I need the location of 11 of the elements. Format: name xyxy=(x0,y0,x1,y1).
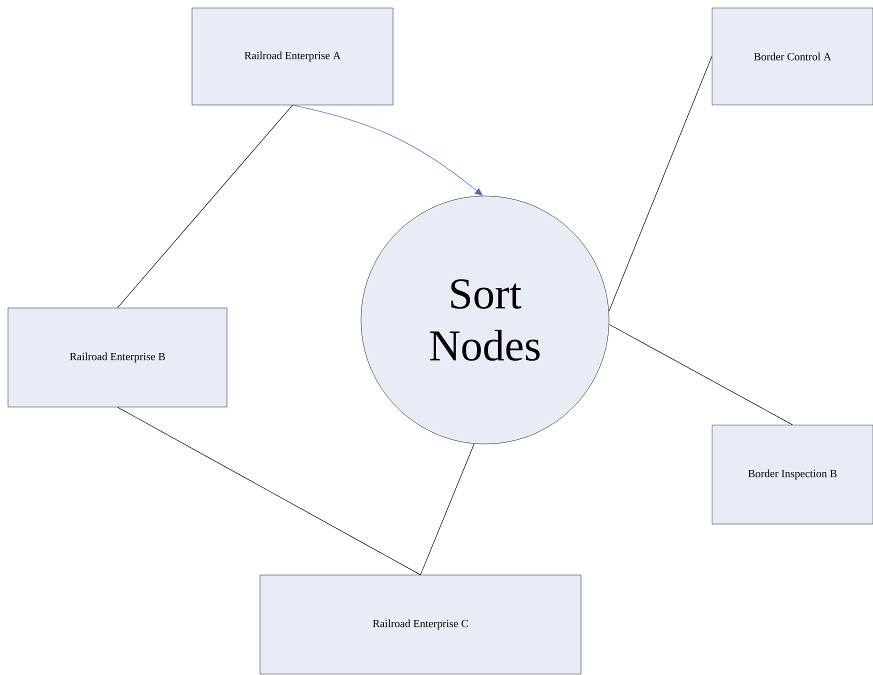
arrow xyxy=(292,104,483,196)
process-box: Border Inspection B xyxy=(712,424,873,524)
connector-line xyxy=(117,104,293,308)
connector-line xyxy=(420,443,474,576)
process-box: Railroad Enterprise B xyxy=(8,308,228,408)
connector-line xyxy=(608,324,793,426)
process-box: Border Control A xyxy=(712,8,873,106)
process-box: Railroad Enterprise A xyxy=(192,8,394,106)
connector-line xyxy=(608,56,712,312)
process-box: Railroad Enterprise C xyxy=(260,574,582,674)
connector-line xyxy=(117,406,421,576)
